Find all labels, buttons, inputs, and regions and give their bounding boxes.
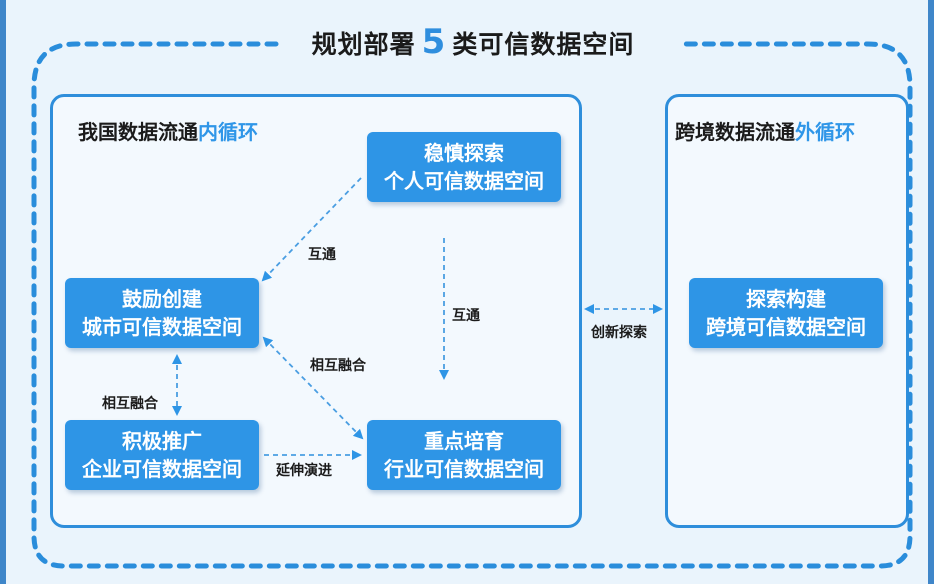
node-industry-line1: 重点培育: [424, 429, 504, 453]
node-city-line1: 鼓励创建: [122, 287, 202, 311]
edge-label-personal-city: 互通: [306, 244, 338, 264]
node-industry-line2: 行业可信数据空间: [384, 457, 544, 481]
node-industry: 重点培育 行业可信数据空间: [367, 420, 561, 490]
outer-loop-title-main: 跨境数据流通: [675, 120, 795, 144]
connectors-layer: [31, 41, 913, 569]
inner-loop-title-highlight: 内循环: [198, 120, 258, 144]
node-enterprise: 积极推广 企业可信数据空间: [65, 420, 259, 490]
edge-label-inner-outer: 创新探索: [589, 322, 649, 342]
arrow-city-industry: [262, 336, 364, 440]
outer-dashed-frame: [31, 41, 913, 569]
title-number: 5: [421, 22, 447, 62]
node-personal-line1: 稳慎探索: [424, 141, 504, 165]
outer-loop-title: 跨境数据流通外循环: [675, 116, 855, 145]
edge-label-city-enterprise: 相互融合: [100, 393, 160, 413]
arrow-personal-to-city: [261, 177, 362, 282]
inner-loop-title: 我国数据流通内循环: [78, 116, 258, 145]
edge-label-enterprise-industry: 延伸演进: [274, 460, 334, 480]
node-personal-line2: 个人可信数据空间: [384, 169, 544, 193]
node-crossborder-line2: 跨境可信数据空间: [706, 315, 866, 339]
node-enterprise-line1: 积极推广: [122, 429, 202, 453]
outer-loop-title-highlight: 外循环: [795, 120, 855, 144]
node-crossborder: 探索构建 跨境可信数据空间: [689, 278, 883, 348]
edge-label-personal-industry: 互通: [450, 305, 482, 325]
node-personal: 稳慎探索 个人可信数据空间: [367, 132, 561, 202]
inner-loop-title-main: 我国数据流通: [78, 120, 198, 144]
title-suffix: 类可信数据空间: [452, 30, 635, 59]
node-crossborder-line1: 探索构建: [746, 287, 826, 311]
node-city: 鼓励创建 城市可信数据空间: [65, 278, 259, 348]
title-prefix: 规划部署: [311, 30, 416, 59]
node-enterprise-line2: 企业可信数据空间: [82, 457, 242, 481]
node-city-line2: 城市可信数据空间: [82, 315, 242, 339]
